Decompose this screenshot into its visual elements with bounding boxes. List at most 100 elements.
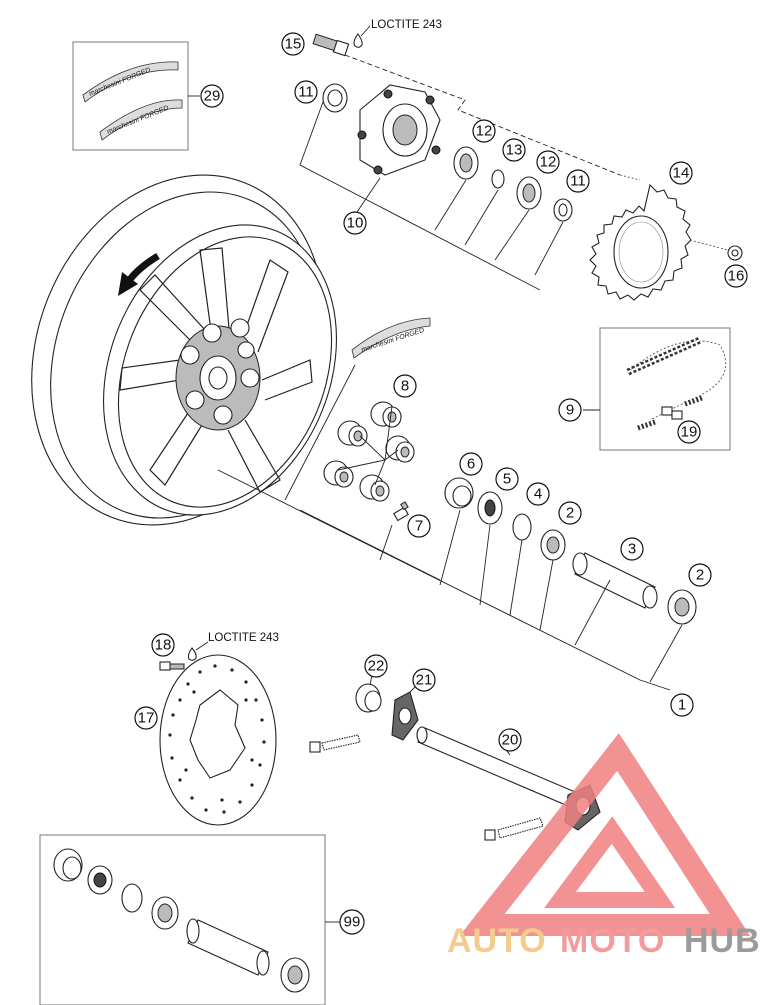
wheel-decal: marchesini FORGED <box>351 317 431 359</box>
kit-bearing-3 <box>280 957 310 993</box>
callout-1: 1 <box>670 693 694 717</box>
sprocket-bolt <box>312 33 350 57</box>
svg-text:20: 20 <box>502 732 519 749</box>
callout-3: 3 <box>620 537 644 561</box>
svg-text:15: 15 <box>285 36 302 53</box>
svg-text:11: 11 <box>298 84 314 101</box>
decal-text-upper: marchesini FORGED <box>88 67 152 98</box>
callout-9: 9 <box>558 398 582 422</box>
svg-text:1: 1 <box>678 697 686 714</box>
svg-text:13: 13 <box>506 142 523 159</box>
callout-29: 29 <box>200 84 224 108</box>
automotohub-watermark: AUTO MOTO HUB <box>447 733 761 960</box>
bearing-part-2-inner <box>540 529 566 561</box>
decal-kit-frame: marchesini FORGED marchesini FORGED <box>72 41 200 151</box>
bearing-part-12-first <box>453 146 479 180</box>
bearing-part-12-second <box>516 176 542 210</box>
callout-13: 13 <box>502 138 526 162</box>
callout-7: 7 <box>407 514 431 538</box>
chain-adjuster-left-part-21 <box>391 691 419 741</box>
bearing-part-5 <box>477 491 503 525</box>
rotation-direction-arrow-icon <box>118 252 160 296</box>
rear-wheel <box>31 174 337 526</box>
chain-link-part-19 <box>637 395 703 431</box>
svg-text:16: 16 <box>728 268 745 285</box>
callout-16: 16 <box>724 264 748 288</box>
svg-text:12: 12 <box>476 123 493 140</box>
spacer-part-11-right <box>553 198 573 222</box>
svg-text:18: 18 <box>155 637 172 654</box>
callout-15: 15 <box>281 32 305 56</box>
sprocket-carrier <box>357 84 441 176</box>
svg-text:5: 5 <box>503 471 511 488</box>
callout-12-second: 12 <box>536 150 560 174</box>
callout-10: 10 <box>343 211 367 235</box>
chain-frame <box>583 327 731 451</box>
svg-text:29: 29 <box>204 88 221 105</box>
rear-axle <box>416 726 576 807</box>
cush-drive-dampers <box>323 401 415 502</box>
svg-text:11: 11 <box>570 173 586 190</box>
callout-6: 6 <box>459 452 483 476</box>
callout-18: 18 <box>151 633 175 657</box>
spacer-tube-part-3 <box>572 552 658 609</box>
bearing-part-2-outer <box>667 589 697 625</box>
callout-11-right: 11 <box>566 169 590 193</box>
kit-spacer-tube <box>186 918 270 976</box>
watermark-hub: HUB <box>684 922 761 960</box>
adjuster-screw-left <box>309 734 361 753</box>
svg-text:21: 21 <box>416 672 433 689</box>
rear-sprocket <box>589 183 692 301</box>
decal-strip-upper: marchesini FORGED <box>82 61 179 103</box>
svg-text:99: 99 <box>344 914 361 931</box>
svg-text:2: 2 <box>566 505 574 522</box>
callout-12-first: 12 <box>472 119 496 143</box>
loctite-note-bottom: LOCTITE 243 <box>208 632 279 644</box>
svg-text:22: 22 <box>368 658 385 675</box>
callout-8: 8 <box>393 374 417 398</box>
svg-text:3: 3 <box>628 541 636 558</box>
kit-seal <box>53 848 83 882</box>
svg-text:8: 8 <box>401 378 409 395</box>
automotohub-logo-triangle <box>459 733 751 936</box>
loctite-note-top: LOCTITE 243 <box>371 19 442 31</box>
svg-text:2: 2 <box>696 567 704 584</box>
callout-4: 4 <box>526 482 550 506</box>
callout-2-outer: 2 <box>688 563 712 587</box>
svg-text:12: 12 <box>540 154 557 171</box>
droplet-icon <box>187 647 197 661</box>
callout-14: 14 <box>669 161 693 185</box>
tire-valve <box>393 501 409 522</box>
callout-99: 99 <box>339 909 365 935</box>
callout-22: 22 <box>364 654 388 678</box>
svg-text:4: 4 <box>534 486 542 503</box>
svg-text:17: 17 <box>138 710 155 727</box>
svg-text:19: 19 <box>681 424 698 441</box>
callout-20: 20 <box>498 728 522 752</box>
hub-damper-sockets <box>180 318 260 425</box>
callout-19: 19 <box>677 420 701 444</box>
kit-bearing-2 <box>151 896 179 930</box>
svg-text:7: 7 <box>415 518 423 535</box>
svg-text:9: 9 <box>566 402 574 419</box>
callout-labels: 15 29 11 12 13 12 11 14 10 16 8 9 19 6 5… <box>134 32 748 935</box>
callout-21: 21 <box>412 668 436 692</box>
svg-text:10: 10 <box>347 215 364 232</box>
sprocket-nut <box>727 245 743 261</box>
kit-circlip <box>121 883 143 913</box>
adjuster-screw-right <box>484 817 544 841</box>
callout-17: 17 <box>134 706 158 730</box>
droplet-icon <box>353 33 363 48</box>
callout-11-left: 11 <box>294 80 318 104</box>
drive-chain <box>626 336 702 376</box>
callout-5: 5 <box>495 467 519 491</box>
callout-2-inner: 2 <box>558 501 582 525</box>
seal-part-6 <box>444 477 474 509</box>
axle-spacer-part-22 <box>355 683 382 713</box>
bearing-kit-frame <box>39 834 340 1005</box>
svg-text:6: 6 <box>467 456 475 473</box>
decal-strip-lower: marchesini FORGED <box>99 99 183 141</box>
svg-text:14: 14 <box>673 165 690 182</box>
circlip-part-13 <box>491 169 505 189</box>
